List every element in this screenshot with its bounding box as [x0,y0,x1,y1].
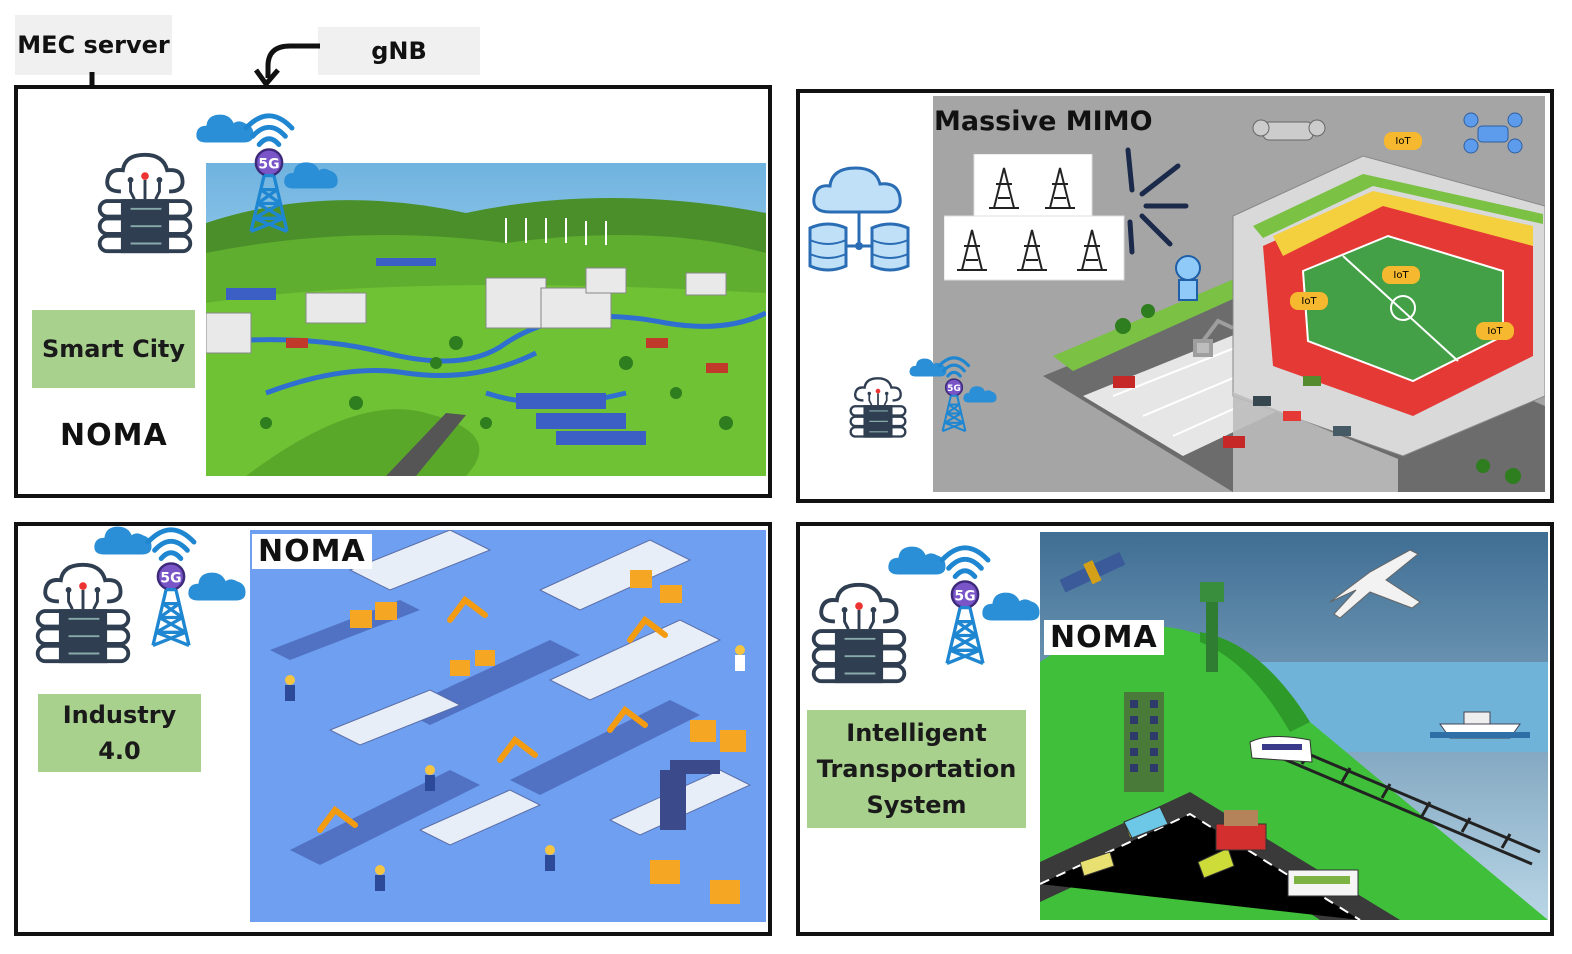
industry-noma-label: NOMA [252,534,372,569]
its-label-line1: Intelligent [846,719,987,747]
tower-5g-icon [928,336,980,442]
factory-drawing [270,530,752,904]
stadium-scene [933,96,1545,492]
mec-server-icon [92,150,198,258]
mec-server-label: MEC server [17,31,170,59]
antenna-array-icon [944,154,1125,281]
gnb-arrow-head [253,68,280,89]
industry-label: Industry 4.0 [38,694,201,772]
transport-drawing [1040,532,1548,920]
gnb-arrow [265,43,320,78]
mec-server-icon [806,580,912,688]
iot-tag: IoT [1384,132,1422,150]
tower-5g-icon [924,508,1006,686]
its-label: Intelligent Transportation System [807,710,1026,828]
its-label-line2: Transportation [816,755,1017,783]
tower-5g-icon [130,490,212,668]
smart-city-label: Smart City [32,310,195,388]
smart-city-scene [206,163,766,476]
tower-5g-icon [228,80,310,250]
beam-rays-icon [1125,147,1189,255]
smart-city-landscape [206,163,766,476]
iot-tag: IoT [1382,266,1420,284]
gnb-label: gNB [371,37,427,65]
transport-scene [1040,532,1548,920]
mec-server-icon [846,376,910,440]
mec-server-icon [30,560,136,668]
stadium-drawing [1043,112,1545,492]
iot-tag: IoT [1476,322,1514,340]
smart-city-noma-label: NOMA [60,418,168,453]
its-noma-label: NOMA [1044,620,1164,655]
its-label-line3: System [866,791,967,819]
massive-mimo-title: Massive MIMO [934,106,1153,137]
smart-city-label-text: Smart City [41,335,186,363]
cloud-database-icon [808,166,910,272]
factory-scene [250,530,766,922]
antenna-array-panels [944,154,1125,281]
iot-tag: IoT [1290,292,1328,310]
mec-server-callout: MEC server [15,15,172,75]
gnb-callout: gNB [318,27,480,75]
industry-label-text: Industry 4.0 [62,701,177,765]
